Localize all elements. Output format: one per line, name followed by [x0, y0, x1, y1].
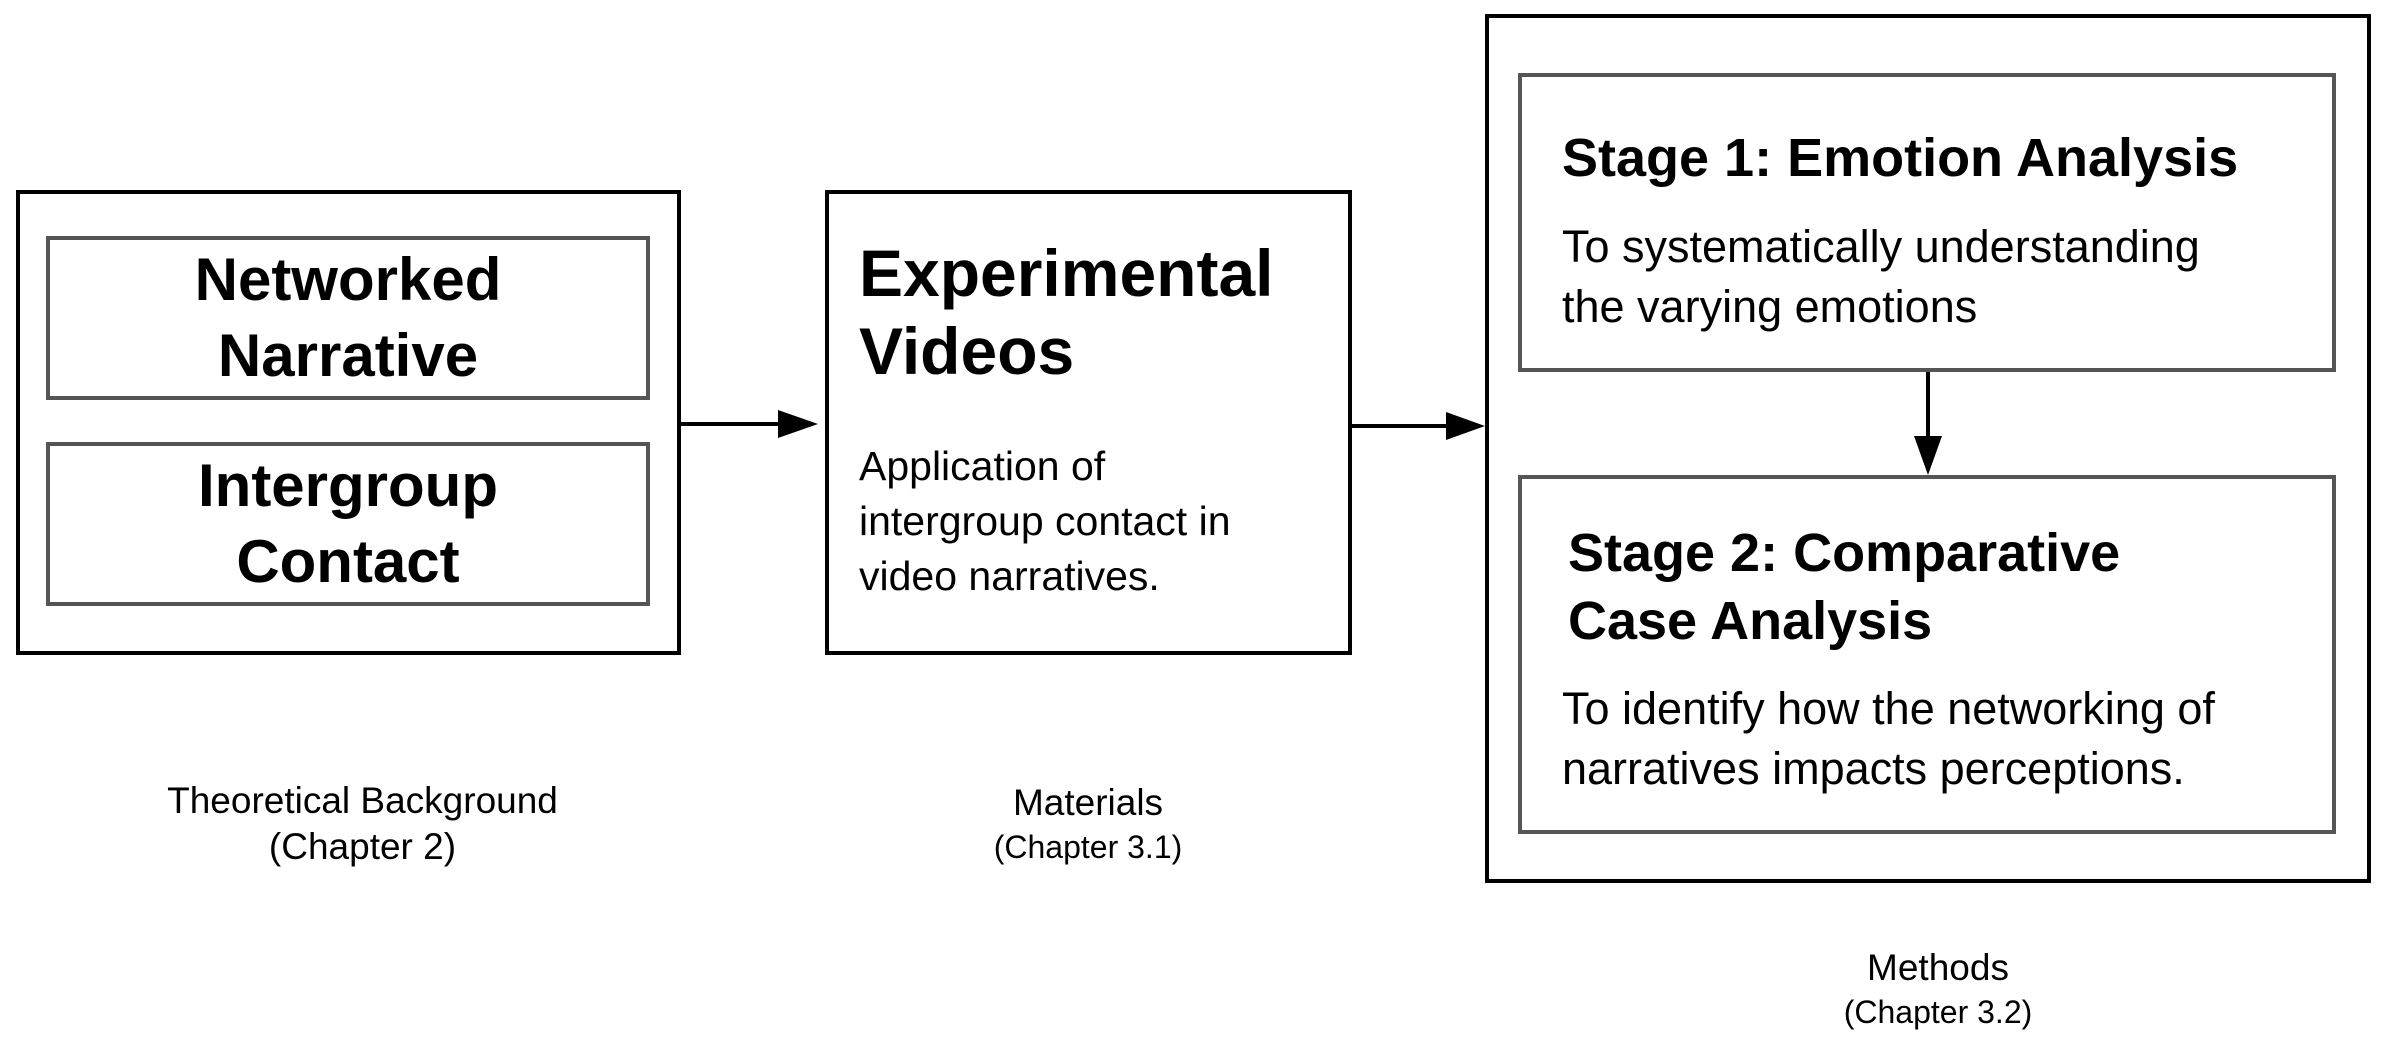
materials-title: Experimental Videos — [859, 234, 1274, 390]
stage2-description: To identify how the networking of narrat… — [1562, 679, 2215, 799]
networked-narrative-line1: Networked — [194, 246, 502, 313]
materials-label: Materials — [1012, 782, 1164, 823]
materials-desc-line2: intergroup contact in — [859, 498, 1231, 544]
methods-label: Methods — [1867, 947, 2009, 988]
materials-section-label: Materials (Chapter 3.1) — [938, 780, 1238, 868]
materials-description: Application of intergroup contact in vid… — [859, 439, 1231, 604]
intergroup-contact-box: Intergroup Contact — [46, 442, 650, 606]
stage1-box: Stage 1: Emotion Analysis To systematica… — [1518, 73, 2336, 372]
materials-sublabel: (Chapter 3.1) — [993, 829, 1183, 865]
theory-section-label: Theoretical Background (Chapter 2) — [90, 778, 635, 870]
intergroup-contact-text: Intergroup Contact — [198, 448, 498, 600]
stage2-box: Stage 2: Comparative Case Analysis To id… — [1518, 475, 2336, 834]
stage2-desc-line2: narratives impacts perceptions. — [1562, 743, 2185, 794]
stage1-desc-line1: To systematically understanding — [1562, 221, 2200, 272]
arrow-theory-to-materials — [681, 410, 818, 438]
stage1-title: Stage 1: Emotion Analysis — [1562, 128, 2239, 188]
methods-section-label: Methods (Chapter 3.2) — [1788, 945, 2088, 1033]
materials-title-line1: Experimental — [859, 236, 1274, 310]
stage2-desc-line1: To identify how the networking of — [1562, 683, 2215, 734]
theory-sublabel: (Chapter 2) — [268, 826, 457, 867]
networked-narrative-box: Networked Narrative — [46, 236, 650, 400]
networked-narrative-line2: Narrative — [217, 322, 479, 389]
materials-title-line2: Videos — [859, 314, 1075, 388]
stage1-desc-line2: the varying emotions — [1562, 281, 1978, 332]
theory-label: Theoretical Background — [167, 780, 558, 821]
networked-narrative-text: Networked Narrative — [195, 242, 502, 394]
arrow-materials-to-methods-head — [1446, 412, 1485, 440]
materials-desc-line1: Application of — [859, 443, 1106, 489]
methods-sublabel: (Chapter 3.2) — [1843, 994, 2033, 1030]
stage2-title-line2: Case Analysis — [1568, 591, 1933, 651]
intergroup-contact-line1: Intergroup — [198, 452, 498, 519]
materials-box: Experimental Videos Application of inter… — [825, 190, 1352, 655]
stage2-title-line1: Stage 2: Comparative — [1568, 523, 2121, 583]
stage1-description: To systematically understanding the vary… — [1562, 217, 2200, 337]
materials-desc-line3: video narratives. — [859, 553, 1160, 599]
stage2-title: Stage 2: Comparative Case Analysis — [1568, 519, 2120, 655]
arrow-theory-to-materials-head — [778, 410, 818, 438]
intergroup-contact-line2: Contact — [236, 528, 460, 595]
arrow-materials-to-methods — [1352, 412, 1485, 440]
